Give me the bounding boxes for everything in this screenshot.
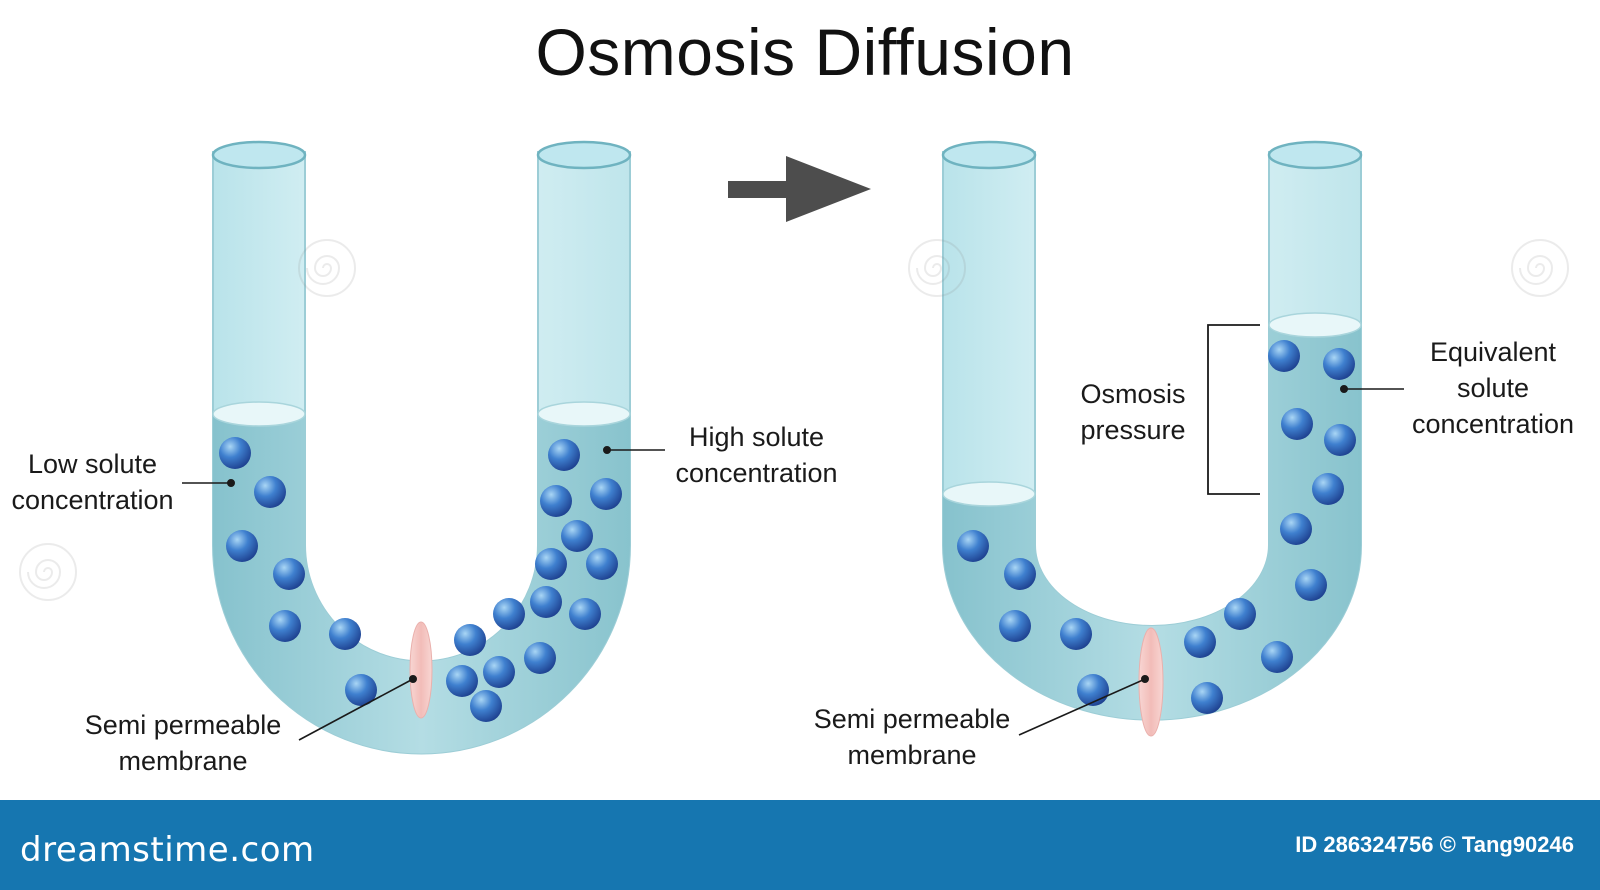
left-tube-right-opening (536, 140, 632, 170)
right-membrane-label-line1: Semi permeable (813, 704, 1011, 734)
molecule (483, 656, 515, 688)
molecule (1184, 626, 1216, 658)
molecule (1004, 558, 1036, 590)
osmosis-pressure-label-line1: Osmosis (1080, 379, 1186, 409)
osmosis-pressure-bracket (1207, 324, 1260, 495)
right-tube-liquid (943, 325, 1361, 720)
molecule (569, 598, 601, 630)
molecule (269, 610, 301, 642)
molecule (561, 520, 593, 552)
high-solute-label: High solute concentration (664, 419, 849, 491)
right-u-tube (941, 140, 1404, 737)
molecule (1261, 641, 1293, 673)
osmosis-pressure-label: Osmosis pressure (1063, 376, 1203, 448)
high-solute-label-line1: High solute (688, 422, 825, 452)
molecule (999, 610, 1031, 642)
molecule (535, 548, 567, 580)
molecule (470, 690, 502, 722)
molecule (219, 437, 251, 469)
left-semipermeable-membrane (409, 621, 433, 719)
left-u-tube (182, 140, 665, 755)
watermark-spiral-icon (1511, 239, 1569, 297)
molecule (1281, 408, 1313, 440)
equivalent-solute-label-line3: concentration (1411, 409, 1575, 439)
brand-logo-text: dreamstime.com (20, 830, 315, 870)
right-membrane-label: Semi permeable membrane (792, 701, 1032, 773)
watermark-spiral-icon (298, 239, 356, 297)
molecule (273, 558, 305, 590)
diagram-title: Osmosis Diffusion (535, 15, 1075, 89)
image-id-credit: ID 286324756 © Tang90246 (1295, 832, 1574, 857)
molecule (590, 478, 622, 510)
molecule (540, 485, 572, 517)
osmosis-pressure-label-line2: pressure (1080, 415, 1186, 445)
molecule (493, 598, 525, 630)
molecule (1268, 340, 1300, 372)
molecule (586, 548, 618, 580)
molecule (1224, 598, 1256, 630)
molecule (226, 530, 258, 562)
left-membrane-label: Semi permeable membrane (63, 707, 303, 779)
molecule (957, 530, 989, 562)
low-solute-label-line1: Low solute (27, 449, 158, 479)
right-arrow-icon (728, 156, 871, 222)
molecule (1280, 513, 1312, 545)
molecule (1324, 424, 1356, 456)
watermark-spiral-icon (19, 543, 77, 601)
right-tube-left-surface (942, 481, 1036, 507)
molecule (446, 665, 478, 697)
molecule (548, 439, 580, 471)
right-leader-lines (1018, 384, 1404, 736)
watermark-spiral-icon (908, 239, 966, 297)
left-solute-molecules (219, 437, 622, 722)
molecule (345, 674, 377, 706)
equivalent-solute-label-line2: solute (1456, 373, 1530, 403)
low-solute-label: Low solute concentration (0, 446, 185, 518)
high-solute-label-line2: concentration (675, 458, 838, 488)
left-membrane-label-line2: membrane (118, 746, 248, 776)
molecule (454, 624, 486, 656)
left-tube-liquid (213, 414, 630, 754)
left-tube-left-opening (211, 140, 307, 170)
molecule (1077, 674, 1109, 706)
molecule (530, 586, 562, 618)
equivalent-solute-label-line1: Equivalent (1429, 337, 1557, 367)
equivalent-solute-label: Equivalent solute concentration (1398, 334, 1588, 442)
molecule (1191, 682, 1223, 714)
footer-bar: dreamstime.com ID 286324756 © Tang90246 (0, 800, 1600, 890)
molecule (1295, 569, 1327, 601)
left-leader-lines (182, 445, 665, 741)
osmosis-diagram (182, 140, 1404, 755)
left-tube-left-surface (212, 401, 306, 427)
low-solute-label-line2: concentration (11, 485, 174, 515)
right-tube-right-surface (1268, 312, 1362, 338)
molecule (1323, 348, 1355, 380)
molecule (1312, 473, 1344, 505)
molecule (329, 618, 361, 650)
right-tube-left-opening (941, 140, 1037, 170)
molecule (524, 642, 556, 674)
right-solute-molecules (957, 340, 1356, 714)
right-tube-right-opening (1267, 140, 1363, 170)
molecule (254, 476, 286, 508)
left-membrane-label-line1: Semi permeable (84, 710, 282, 740)
left-tube-right-surface (537, 401, 631, 427)
molecule (1060, 618, 1092, 650)
right-membrane-label-line2: membrane (847, 740, 977, 770)
